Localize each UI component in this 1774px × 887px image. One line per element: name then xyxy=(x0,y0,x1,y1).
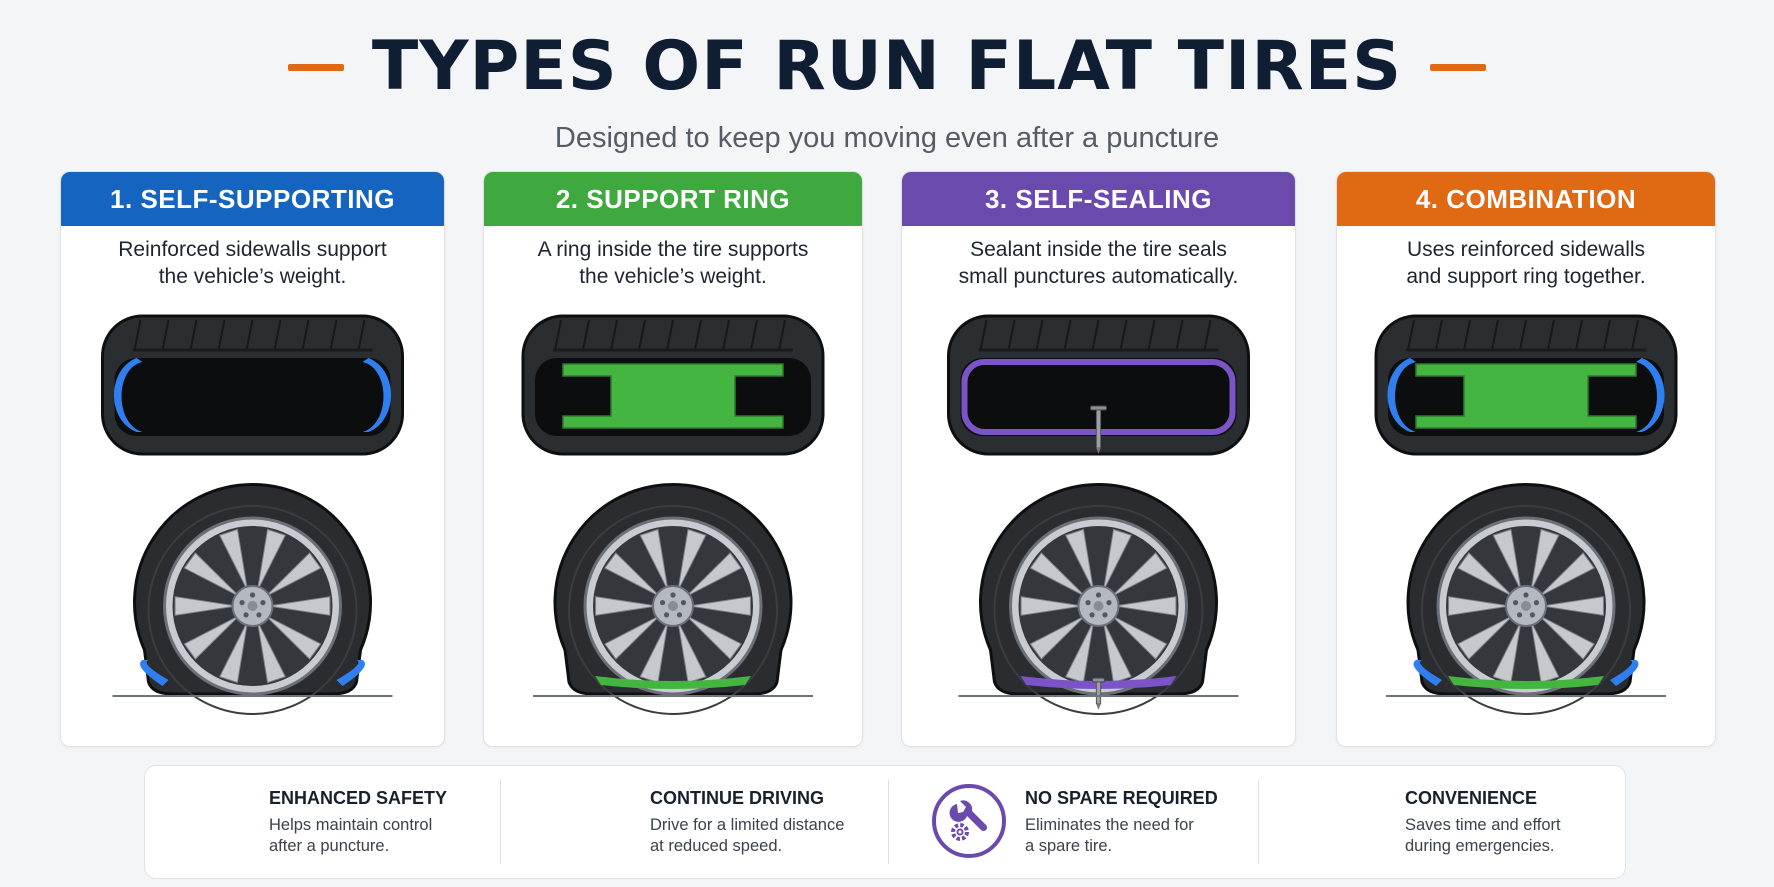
tire-type-cards: 1. SELF-SUPPORTING Reinforced sidewalls … xyxy=(0,171,1774,747)
card-heading: 4. COMBINATION xyxy=(1337,172,1715,226)
bottom-band xyxy=(1448,676,1604,689)
benefit-description: Saves time and effort during emergencies… xyxy=(1405,816,1561,855)
card-heading: 2. SUPPORT RING xyxy=(484,172,862,226)
wheel-side-view xyxy=(1386,482,1666,715)
spokes xyxy=(595,528,751,684)
tire-illustration xyxy=(947,314,1250,715)
card-description: Reinforced sidewalls support the vehicle… xyxy=(118,238,387,288)
spokes xyxy=(1020,528,1177,684)
spokes xyxy=(174,528,331,684)
page-title: TYPES OF RUN FLAT TIRES xyxy=(371,27,1403,106)
tire-illustration xyxy=(101,314,404,715)
divider xyxy=(500,780,501,864)
benefit-title: CONVENIENCE xyxy=(1405,788,1538,808)
benefit-title: ENHANCED SAFETY xyxy=(269,788,448,808)
header: TYPES OF RUN FLAT TIRES Designed to keep… xyxy=(0,22,1774,155)
reinforced-sidewall xyxy=(1387,358,1665,432)
benefit-description: Helps maintain control after a puncture. xyxy=(269,816,433,855)
card-description: A ring inside the tire supports the vehi… xyxy=(537,238,809,288)
wrench-gear-icon xyxy=(932,784,1006,858)
benefits-panel: ENHANCED SAFETY Helps maintain control a… xyxy=(144,765,1626,879)
card-heading: 3. SELF-SEALING xyxy=(902,172,1295,226)
title-row: TYPES OF RUN FLAT TIRES xyxy=(0,22,1774,112)
reinforced-sidewall xyxy=(114,358,391,432)
title-dash-left xyxy=(287,63,344,71)
nail xyxy=(1090,405,1107,454)
nail xyxy=(1092,677,1105,710)
support-ring xyxy=(562,363,784,429)
card-self-supporting: 1. SELF-SUPPORTING Reinforced sidewalls … xyxy=(60,171,445,747)
divider xyxy=(1258,780,1259,864)
sidewall-band xyxy=(1610,660,1639,686)
spokes xyxy=(1448,528,1604,684)
benefit-description: Drive for a limited distance at reduced … xyxy=(650,816,845,855)
card-self-sealing: 3. SELF-SEALING Sealant inside the tire … xyxy=(901,171,1296,747)
card-combination: 4. COMBINATION Uses reinforced sidewalls… xyxy=(1336,171,1716,747)
card-heading: 1. SELF-SUPPORTING xyxy=(61,172,444,226)
card-description: Sealant inside the tire seals small punc… xyxy=(958,238,1239,288)
sidewall-band xyxy=(1413,660,1442,686)
tire-cross-section xyxy=(1374,314,1678,456)
tire-cross-section xyxy=(947,314,1250,456)
tire-cross-section xyxy=(101,314,404,456)
tire-cavity xyxy=(114,358,391,436)
tire-illustration xyxy=(1374,314,1678,715)
tread-pattern xyxy=(1407,319,1639,351)
benefit-title: NO SPARE REQUIRED xyxy=(1025,788,1218,808)
sidewall-band xyxy=(336,660,365,686)
tread-pattern xyxy=(133,319,366,351)
page-subtitle: Designed to keep you moving even after a… xyxy=(554,122,1220,154)
divider xyxy=(888,780,889,864)
benefit-description: Eliminates the need for a spare tire. xyxy=(1025,816,1194,855)
wheel-side-view xyxy=(112,482,393,715)
wheel-side-view xyxy=(533,482,813,715)
tread-pattern xyxy=(554,319,786,351)
wheel-side-view xyxy=(958,482,1239,715)
support-ring xyxy=(1415,363,1637,429)
tire-illustration xyxy=(521,314,825,715)
tire-cross-section xyxy=(521,314,825,456)
sidewall-band xyxy=(140,660,169,686)
card-description: Uses reinforced sidewalls and support ri… xyxy=(1406,238,1646,288)
tire-cavity xyxy=(960,358,1237,436)
title-dash-right xyxy=(1430,63,1487,71)
benefit-title: CONTINUE DRIVING xyxy=(650,788,825,808)
tread-pattern xyxy=(979,319,1212,351)
card-support-ring: 2. SUPPORT RING A ring inside the tire s… xyxy=(483,171,863,747)
bottom-band xyxy=(595,676,751,689)
